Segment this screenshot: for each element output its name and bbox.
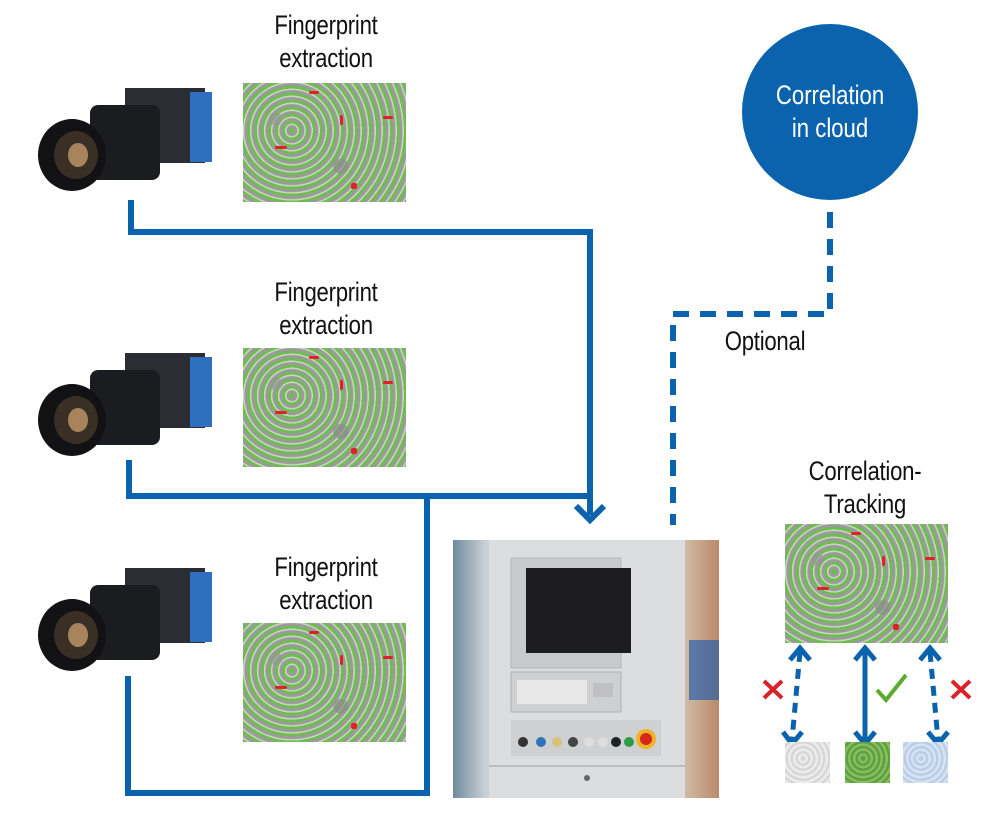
optional-label: Optional — [724, 326, 806, 356]
camera-station-1 — [30, 80, 220, 195]
fingerprint-image-station-2 — [243, 348, 406, 467]
station-2-label: Fingerprint extraction — [274, 277, 378, 340]
candidate-image-green — [845, 742, 890, 783]
candidate-image-gray — [785, 742, 830, 783]
tracking-arrow-right — [927, 651, 941, 741]
tracking-title: Correlation- Tracking — [808, 456, 922, 519]
industrial-camera-icon — [38, 568, 212, 671]
industrial-control-panel-icon — [489, 540, 719, 798]
match-check-icon — [875, 673, 908, 704]
station-1-label: Fingerprint extraction — [274, 10, 378, 73]
fingerprint-image-station-1 — [243, 83, 406, 202]
arrow-head-controller — [573, 503, 607, 525]
tracking-reference-image — [785, 524, 948, 643]
control-panel-image — [453, 540, 719, 798]
correlation-cloud-node: Correlation in cloud — [742, 24, 918, 200]
camera-station-3 — [30, 560, 220, 675]
connector-optional-cloud — [670, 212, 833, 525]
camera-station-2 — [30, 345, 220, 460]
candidate-image-blue — [903, 742, 948, 783]
connector-station-3 — [125, 496, 430, 796]
connector-station-2 — [126, 460, 590, 499]
tracking-arrow-left — [789, 651, 803, 741]
fingerprint-image-station-3 — [243, 623, 406, 742]
station-3-label: Fingerprint extraction — [274, 552, 378, 615]
industrial-camera-icon — [38, 353, 212, 456]
industrial-camera-icon — [38, 88, 212, 191]
connector-station-1 — [128, 200, 593, 515]
